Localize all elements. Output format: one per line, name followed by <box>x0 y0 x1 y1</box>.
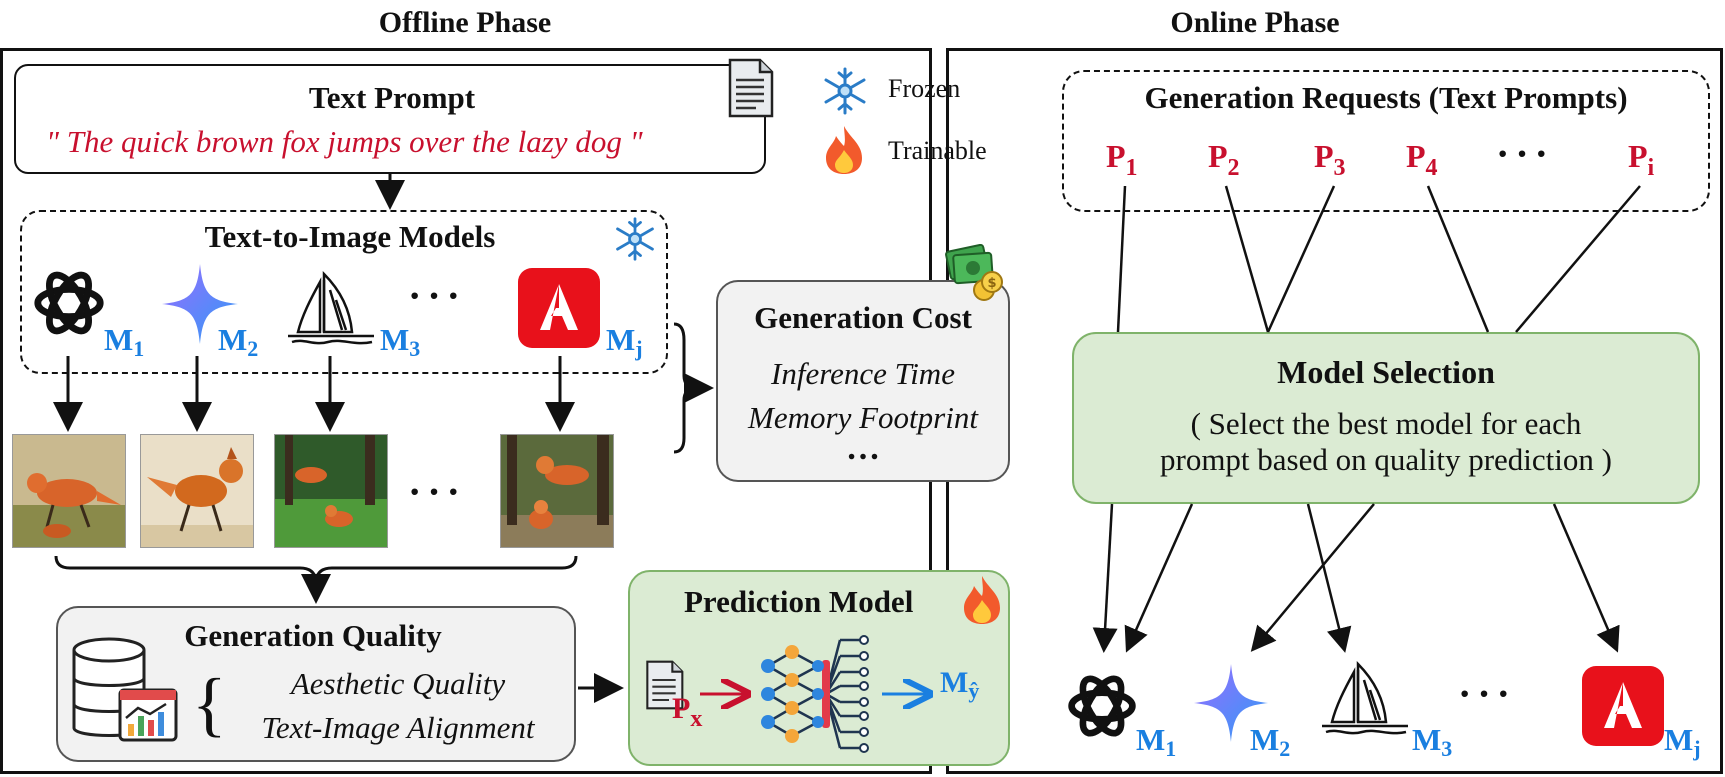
online-prompt-1: P1 <box>1106 138 1138 181</box>
line-p2-selection <box>1224 185 1270 333</box>
offline-phase-title: Offline Phase <box>378 6 552 39</box>
arrow-selection-to-m1-b <box>1124 503 1194 653</box>
cost-brace <box>673 322 695 454</box>
openai-logo-icon <box>1064 668 1140 744</box>
offline-model-2-label: M2 <box>218 322 259 361</box>
model-selection-line1: ( Select the best model for each <box>1190 406 1582 441</box>
online-models-ellipsis: ··· <box>1458 671 1517 716</box>
generation-requests-title: Generation Requests (Text Prompts) <box>1144 80 1628 115</box>
generation-cost-box: Generation Cost Inference Time Memory Fo… <box>716 280 1010 482</box>
arrow-selection-to-mj <box>1552 503 1620 653</box>
neural-network-icon <box>756 632 878 754</box>
t2i-models-title: Text-to-Image Models <box>204 219 496 254</box>
generated-image-1 <box>12 434 126 548</box>
offline-model-3-label: M3 <box>380 322 421 361</box>
online-model-1-label: M1 <box>1136 722 1177 761</box>
sparkle-logo-icon <box>1192 662 1270 744</box>
generated-image-3 <box>274 434 388 548</box>
quality-alignment: Text-Image Alignment <box>261 710 535 745</box>
online-prompt-4: P4 <box>1406 138 1438 181</box>
generation-requests-box <box>1062 70 1710 212</box>
openai-logo-icon <box>30 264 108 342</box>
images-ellipsis: ··· <box>408 469 467 514</box>
sailboat-logo-icon <box>1318 660 1414 740</box>
online-phase-title: Online Phase <box>1170 6 1340 39</box>
online-model-2-label: M2 <box>1250 722 1291 761</box>
quality-brace: { <box>192 664 227 744</box>
cost-memory-footprint: Memory Footprint <box>748 400 978 435</box>
model-selection-line2: prompt based on quality prediction ) <box>1160 442 1612 477</box>
online-model-j-label: Mj <box>1664 722 1701 761</box>
database-icon <box>66 632 186 752</box>
generation-cost-title: Generation Cost <box>754 300 972 335</box>
text-prompt-title: Text Prompt <box>308 80 476 115</box>
money-icon: $ <box>944 243 1004 302</box>
online-model-3-label: M3 <box>1412 722 1453 761</box>
generated-image-j <box>500 434 614 548</box>
prediction-output-label: Mŷ <box>940 666 980 703</box>
prediction-model-title: Prediction Model <box>684 584 914 619</box>
arrow-selection-to-m3 <box>1306 503 1352 653</box>
text-prompt-box: Text Prompt " The quick brown fox jumps … <box>14 64 766 174</box>
cost-inference-time: Inference Time <box>771 356 955 391</box>
sparkle-logo-icon <box>160 262 240 346</box>
document-icon <box>644 660 684 710</box>
quality-aesthetic: Aesthetic Quality <box>290 666 506 701</box>
sailboat-logo-icon <box>284 270 380 350</box>
model-selection-title: Model Selection <box>1277 354 1495 390</box>
online-prompt-3: P3 <box>1314 138 1346 181</box>
images-brace <box>54 555 578 581</box>
arrow-selection-to-m2 <box>1250 503 1375 652</box>
prediction-input-label: Px <box>672 692 703 732</box>
offline-model-1-label: M1 <box>104 322 145 361</box>
line-p1-selection <box>1116 185 1127 333</box>
line-pi-selection <box>1515 185 1641 333</box>
snowflake-icon <box>820 66 870 116</box>
offline-models-ellipsis: ··· <box>408 273 467 318</box>
text-prompt-text: " The quick brown fox jumps over the laz… <box>46 124 643 159</box>
snowflake-icon <box>612 216 658 262</box>
line-p4-selection <box>1426 185 1490 333</box>
offline-model-j-label: Mj <box>606 322 643 361</box>
line-p3-selection <box>1266 185 1336 333</box>
svg-text:$: $ <box>987 276 996 291</box>
cost-more: … <box>846 430 880 467</box>
online-prompt-i: Pi <box>1628 138 1655 181</box>
document-icon <box>726 58 774 118</box>
legend-trainable: Trainable <box>888 136 987 165</box>
online-prompt-2: P2 <box>1208 138 1240 181</box>
adobe-logo-icon <box>1582 666 1664 746</box>
model-selection-box: Model Selection ( Select the best model … <box>1072 332 1700 504</box>
legend-frozen: Frozen <box>888 74 961 103</box>
generated-image-2 <box>140 434 254 548</box>
t2i-models-box <box>20 210 668 374</box>
adobe-logo-icon <box>518 268 600 348</box>
generation-quality-title: Generation Quality <box>184 618 442 653</box>
fire-icon <box>960 574 1004 626</box>
fire-icon <box>822 124 866 176</box>
online-prompts-ellipsis: ··· <box>1496 131 1555 176</box>
arrow-selection-to-m1-a <box>1092 503 1118 653</box>
